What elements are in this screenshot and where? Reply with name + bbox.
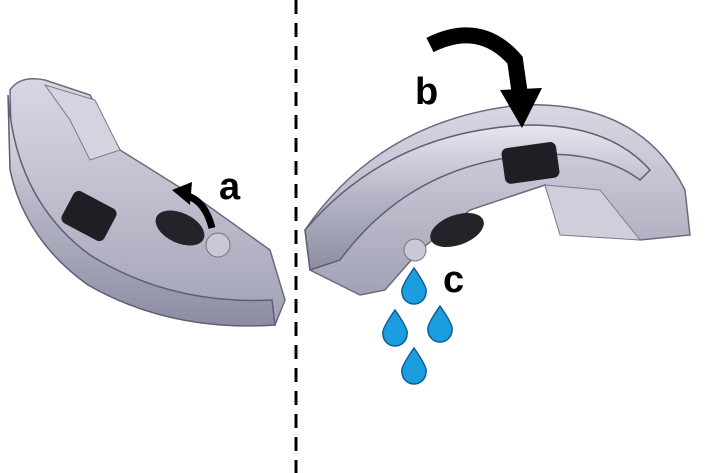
rotate-arrow-a-icon bbox=[172, 182, 216, 229]
label-a: a bbox=[219, 166, 241, 208]
left-latch bbox=[61, 190, 117, 242]
right-latch bbox=[501, 142, 560, 184]
left-component bbox=[7, 78, 286, 327]
right-component bbox=[304, 104, 691, 296]
label-c: c bbox=[443, 259, 464, 301]
water-drop-icon bbox=[401, 266, 427, 305]
water-drop-icon bbox=[401, 346, 427, 385]
flip-arrow-b-icon bbox=[426, 27, 542, 128]
water-drops bbox=[382, 266, 453, 385]
left-drain-plug bbox=[155, 210, 205, 246]
right-drain-plug bbox=[430, 212, 484, 248]
label-b: b bbox=[415, 71, 438, 113]
water-drop-icon bbox=[382, 308, 408, 347]
water-drop-icon bbox=[427, 304, 453, 343]
